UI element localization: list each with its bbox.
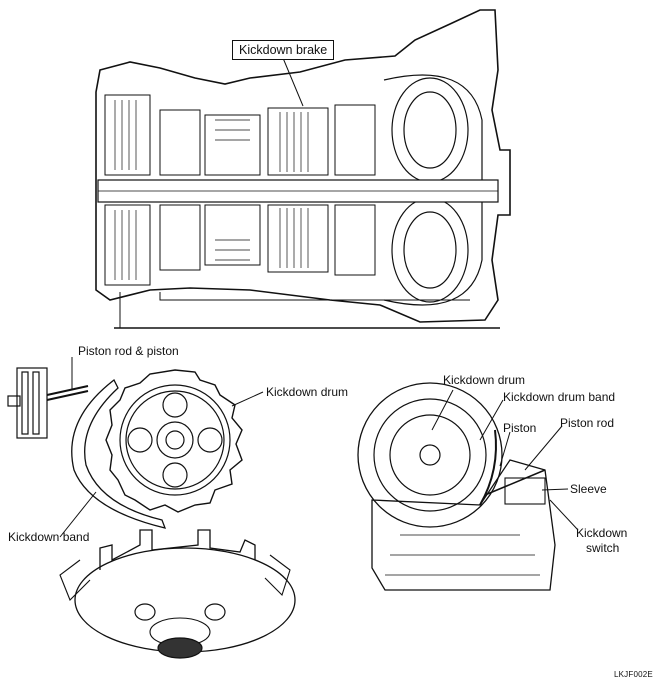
piston-assembly	[7, 357, 89, 439]
label-kickdown-switch-line2: switch	[586, 541, 620, 555]
label-piston-rod: Piston rod	[560, 416, 615, 430]
kickdown-drum-front	[105, 369, 264, 513]
kickdown-drum-perspective	[59, 529, 296, 659]
label-kickdown-drum-band: Kickdown drum band	[503, 390, 616, 404]
label-sleeve: Sleeve	[570, 482, 607, 496]
label-kickdown-switch-line1: Kickdown	[576, 526, 628, 540]
label-kickdown-drum-right: Kickdown drum	[443, 373, 526, 387]
label-piston: Piston	[503, 421, 537, 435]
label-kickdown-drum-left: Kickdown drum	[266, 385, 349, 399]
kickdown-servo-assembly	[357, 382, 579, 591]
label-piston-rod-piston: Piston rod & piston	[78, 344, 179, 358]
kickdown-band-shape	[71, 379, 167, 529]
label-kickdown-band: Kickdown band	[8, 530, 90, 544]
label-kickdown-brake: Kickdown brake	[232, 40, 335, 60]
figure-code: LKJF002E	[614, 670, 653, 679]
